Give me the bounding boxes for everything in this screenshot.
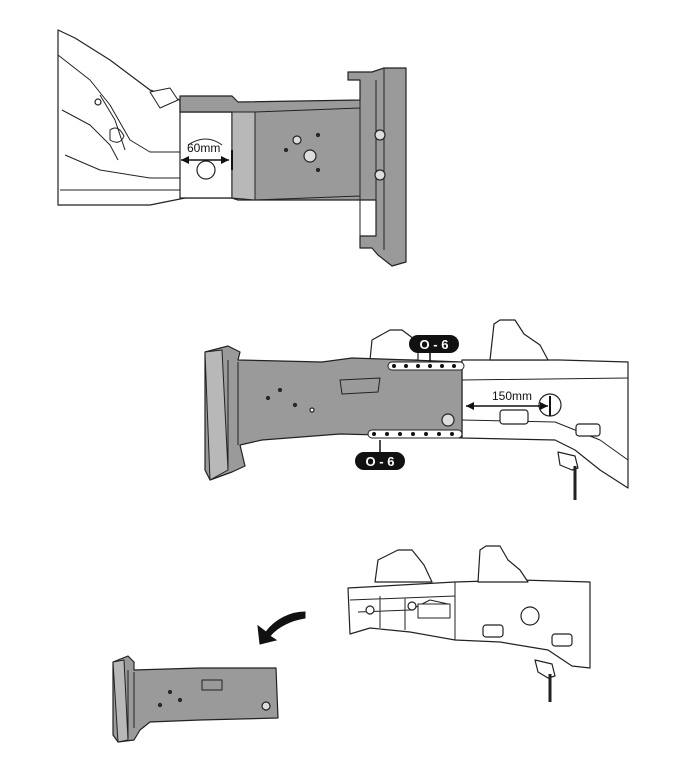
dimension-label-150mm: 150mm xyxy=(492,389,532,403)
weld-callout-badge-bottom xyxy=(355,452,405,470)
removal-arrow xyxy=(257,611,306,645)
frame-body-cut xyxy=(347,579,591,669)
weld-callout-badge-top xyxy=(409,335,459,353)
figure-2-weld-position xyxy=(204,319,629,500)
figure-3-removed-part xyxy=(112,545,591,743)
weld-points-top xyxy=(392,364,456,368)
cut-zone xyxy=(179,111,233,199)
frame-body-right xyxy=(461,359,629,489)
dimension-label-60mm: 60mm xyxy=(187,141,220,155)
weld-callout-bottom-text: O - 6 xyxy=(366,454,395,469)
figure-1-cut-position xyxy=(57,29,407,267)
weld-callout-top-text: O - 6 xyxy=(420,337,449,352)
weld-points-bottom xyxy=(372,432,454,436)
removed-part xyxy=(112,655,279,743)
hole xyxy=(196,160,216,180)
